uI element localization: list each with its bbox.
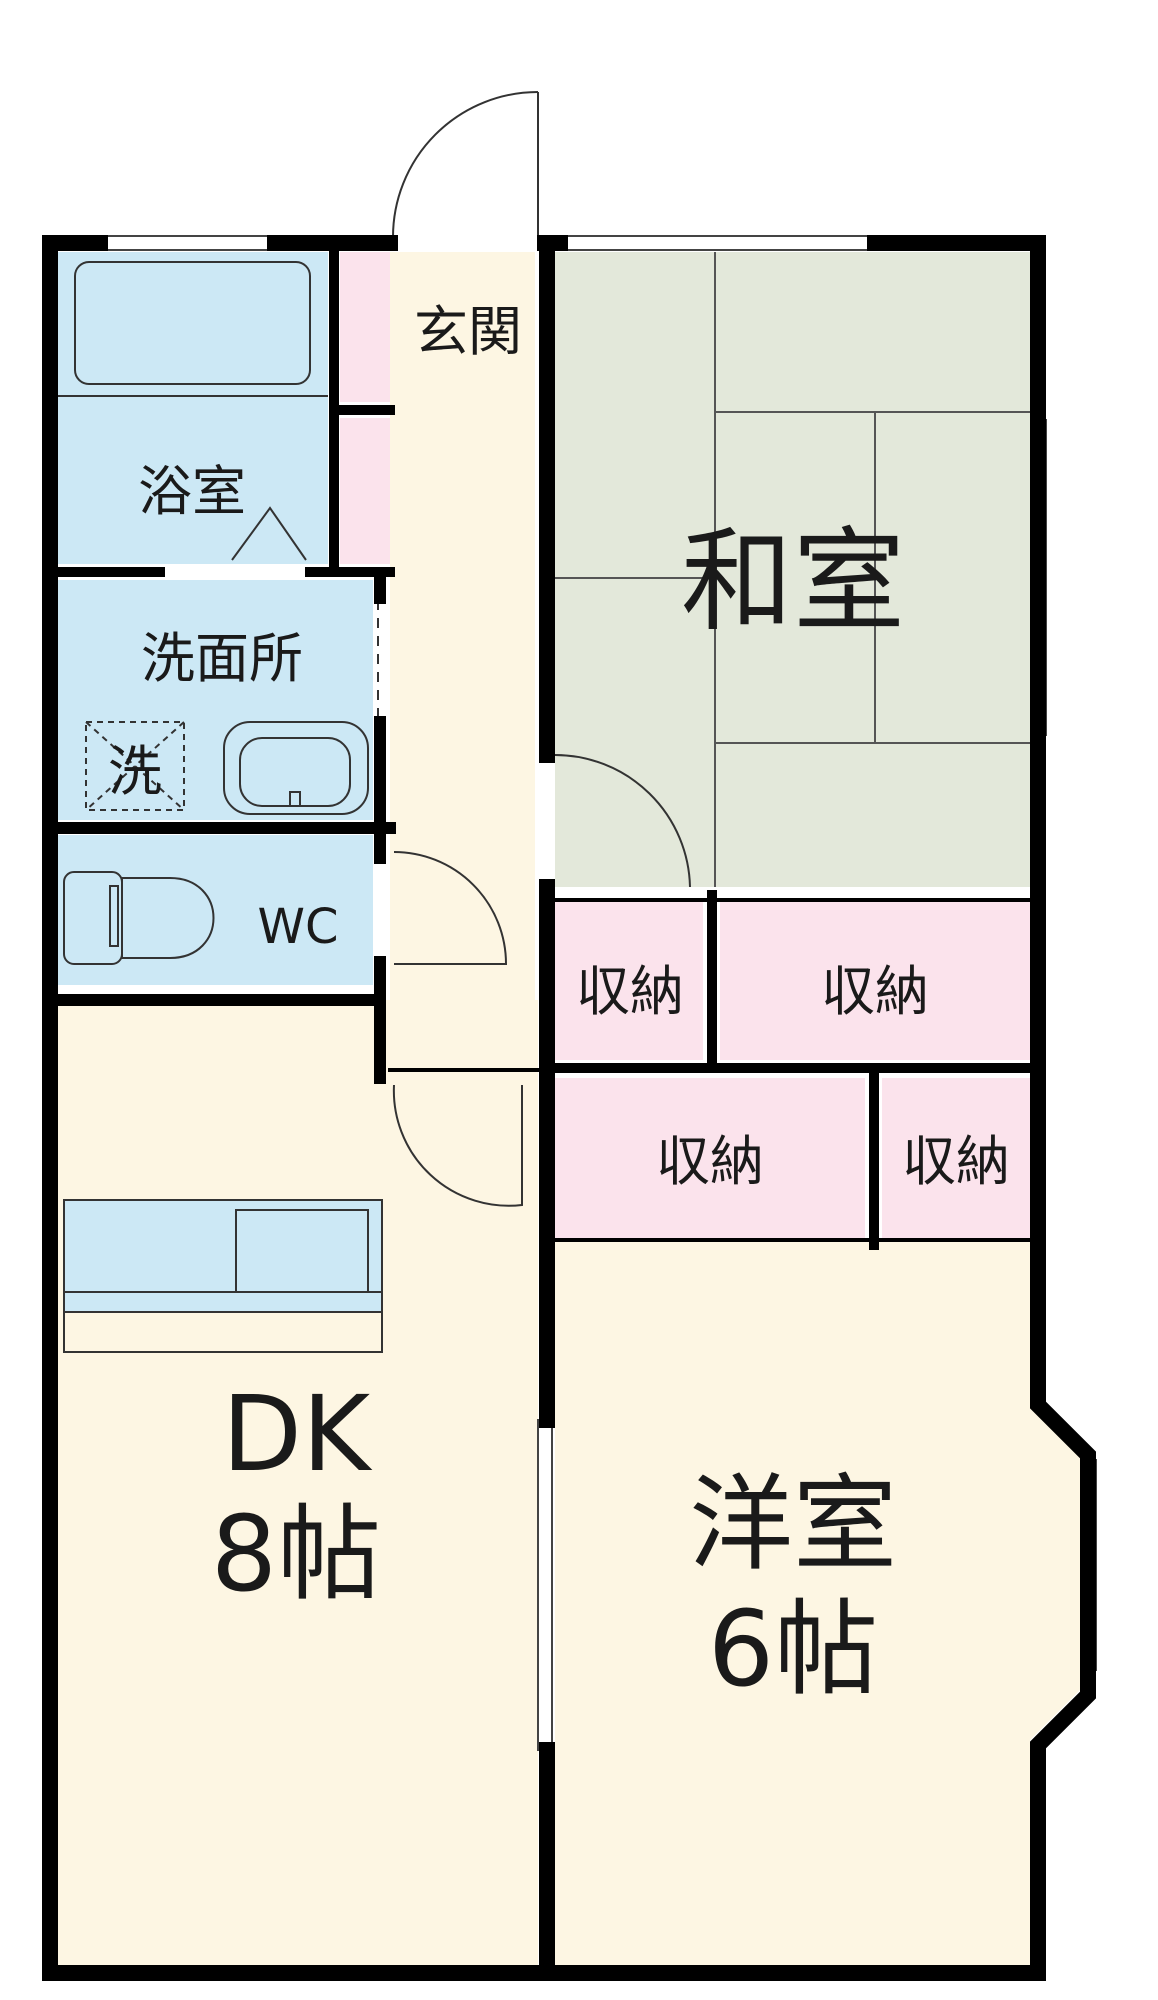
window-bath bbox=[97, 235, 274, 251]
label-storage-3: 収納 bbox=[656, 1130, 764, 1193]
label-wc: WC bbox=[258, 899, 339, 955]
label-washer: 洗 bbox=[108, 740, 162, 803]
washitsu-door-swing[interactable] bbox=[554, 754, 691, 888]
window-dk-side bbox=[537, 1419, 553, 1751]
label-bath: 浴室 bbox=[138, 460, 246, 523]
washer-space bbox=[85, 721, 185, 811]
wash-basin bbox=[223, 721, 369, 815]
label-dk-size: 8帖 bbox=[211, 1493, 381, 1615]
tatami-grid bbox=[555, 252, 1030, 887]
dk-door-swing[interactable] bbox=[392, 1084, 523, 1207]
label-storage-2: 収納 bbox=[821, 960, 929, 1023]
label-washroom: 洗面所 bbox=[141, 627, 303, 690]
toilet-bowl bbox=[121, 877, 215, 959]
storage-2-area bbox=[720, 900, 1030, 1060]
doors bbox=[377, 91, 691, 1207]
bathtub bbox=[74, 261, 311, 385]
youshitsu-area bbox=[555, 1240, 1080, 1965]
washroom-area bbox=[58, 580, 373, 820]
walls bbox=[42, 235, 1096, 1981]
dk-area bbox=[58, 1000, 538, 1965]
bath-door-mark bbox=[231, 506, 307, 561]
label-dk-name: DK bbox=[222, 1373, 373, 1495]
label-youshitsu-size: 6帖 bbox=[708, 1588, 878, 1710]
storage-3-area bbox=[555, 1078, 865, 1240]
entrance-area bbox=[390, 252, 535, 402]
fixtures bbox=[58, 261, 383, 1353]
storage-4-area bbox=[882, 1078, 1030, 1240]
corridor-side-strip bbox=[340, 252, 390, 402]
window-washitsu-top bbox=[559, 235, 871, 251]
room-labels: 玄関 浴室 洗面所 洗 WC 和室 収納 収納 収納 収納 DK 8帖 洋室 6… bbox=[108, 300, 1010, 1710]
entrance-door-swing[interactable] bbox=[392, 91, 539, 238]
label-youshitsu-name: 洋室 bbox=[689, 1463, 897, 1585]
wc-door-swing[interactable] bbox=[393, 851, 508, 965]
corridor-side-strip-2 bbox=[340, 418, 390, 564]
corridor-area bbox=[390, 402, 535, 1070]
counter-edge bbox=[63, 1311, 383, 1353]
label-storage-4: 収納 bbox=[902, 1130, 1010, 1193]
label-storage-1: 収納 bbox=[576, 960, 684, 1023]
label-entrance: 玄関 bbox=[414, 300, 522, 363]
bath-area bbox=[58, 252, 328, 564]
storage-1-area bbox=[555, 900, 703, 1060]
kitchen-sink bbox=[235, 1209, 369, 1293]
label-washitsu: 和室 bbox=[681, 517, 905, 647]
